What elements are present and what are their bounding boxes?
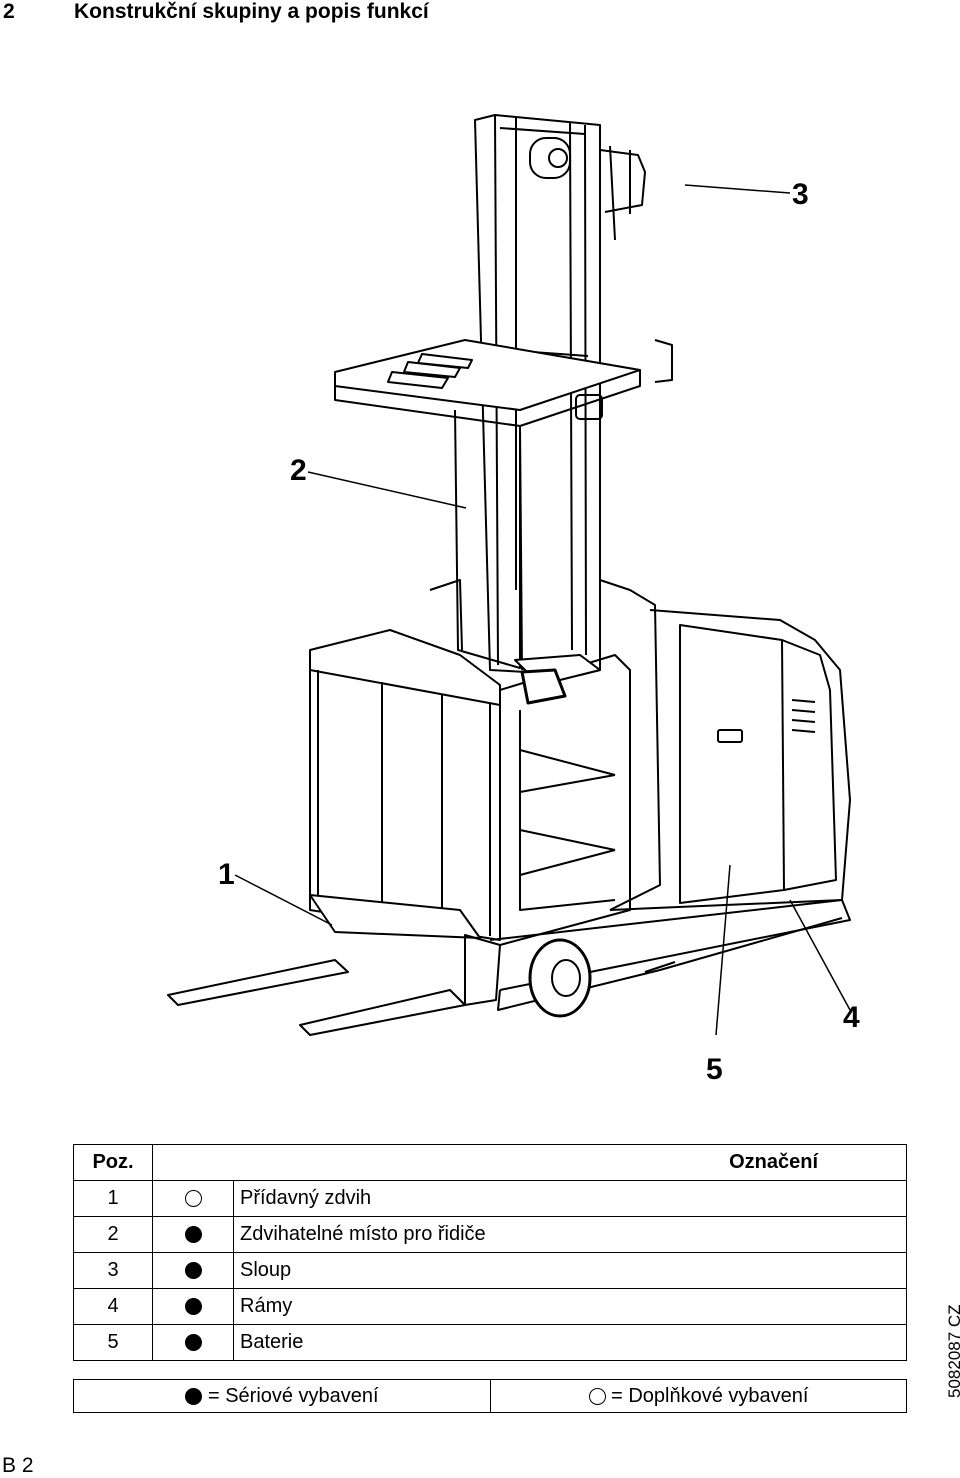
- section-title: Konstrukční skupiny a popis funkcí: [74, 0, 429, 23]
- table-row: 1 Přídavný zdvih: [73, 1180, 907, 1217]
- row-pos: 1: [73, 1180, 153, 1217]
- row-type: [152, 1180, 234, 1217]
- key-optional-label: = Doplňkové vybavení: [611, 1384, 809, 1407]
- row-type: [152, 1216, 234, 1253]
- row-desc: Přídavný zdvih: [233, 1180, 907, 1217]
- row-desc: Zdvihatelné místo pro řidiče: [233, 1216, 907, 1253]
- callout-1: 1: [218, 858, 235, 891]
- truck-illustration: 1 2 3 4 5: [160, 110, 870, 1110]
- document-number-text: 5082087 CZ: [945, 1304, 960, 1398]
- key-standard: = Sériové vybavení: [73, 1379, 491, 1413]
- row-pos: 4: [73, 1288, 153, 1325]
- section-number: 2: [3, 0, 15, 23]
- row-pos: 5: [73, 1324, 153, 1361]
- truck-drawing: [167, 114, 851, 1036]
- page-number: B 2: [2, 1454, 34, 1477]
- row-desc: Baterie: [233, 1324, 907, 1361]
- row-desc: Sloup: [233, 1252, 907, 1289]
- page-header: 2 Konstrukční skupiny a popis funkcí: [0, 0, 700, 30]
- callout-3: 3: [792, 178, 809, 211]
- key-row: = Sériové vybavení = Doplňkové vybavení: [73, 1379, 907, 1413]
- legend-col-desc: Označení: [152, 1144, 907, 1181]
- filled-circle-icon: [184, 1262, 202, 1280]
- row-desc: Rámy: [233, 1288, 907, 1325]
- legend-col-pos: Poz.: [73, 1144, 153, 1181]
- callout-4: 4: [843, 1001, 860, 1034]
- row-type: [152, 1288, 234, 1325]
- row-pos: 3: [73, 1252, 153, 1289]
- filled-circle-icon: [185, 1387, 203, 1405]
- callout-2: 2: [290, 454, 307, 487]
- equipment-key: = Sériové vybavení = Doplňkové vybavení: [73, 1379, 907, 1413]
- table-row: 2 Zdvihatelné místo pro řidiče: [73, 1216, 907, 1253]
- key-standard-label: = Sériové vybavení: [207, 1384, 379, 1407]
- open-circle-icon: [588, 1387, 606, 1405]
- open-circle-icon: [184, 1190, 202, 1208]
- table-row: 4 Rámy: [73, 1288, 907, 1325]
- row-pos: 2: [73, 1216, 153, 1253]
- row-type: [152, 1324, 234, 1361]
- filled-circle-icon: [184, 1298, 202, 1316]
- table-row: 5 Baterie: [73, 1324, 907, 1361]
- row-type: [152, 1252, 234, 1289]
- filled-circle-icon: [184, 1334, 202, 1352]
- filled-circle-icon: [184, 1226, 202, 1244]
- table-row: 3 Sloup: [73, 1252, 907, 1289]
- legend-table: Poz. Označení 1 Přídavný zdvih 2 Zdvihat…: [73, 1144, 907, 1361]
- callout-5: 5: [706, 1053, 723, 1086]
- key-optional: = Doplňkové vybavení: [490, 1379, 907, 1413]
- legend-header-row: Poz. Označení: [73, 1144, 907, 1181]
